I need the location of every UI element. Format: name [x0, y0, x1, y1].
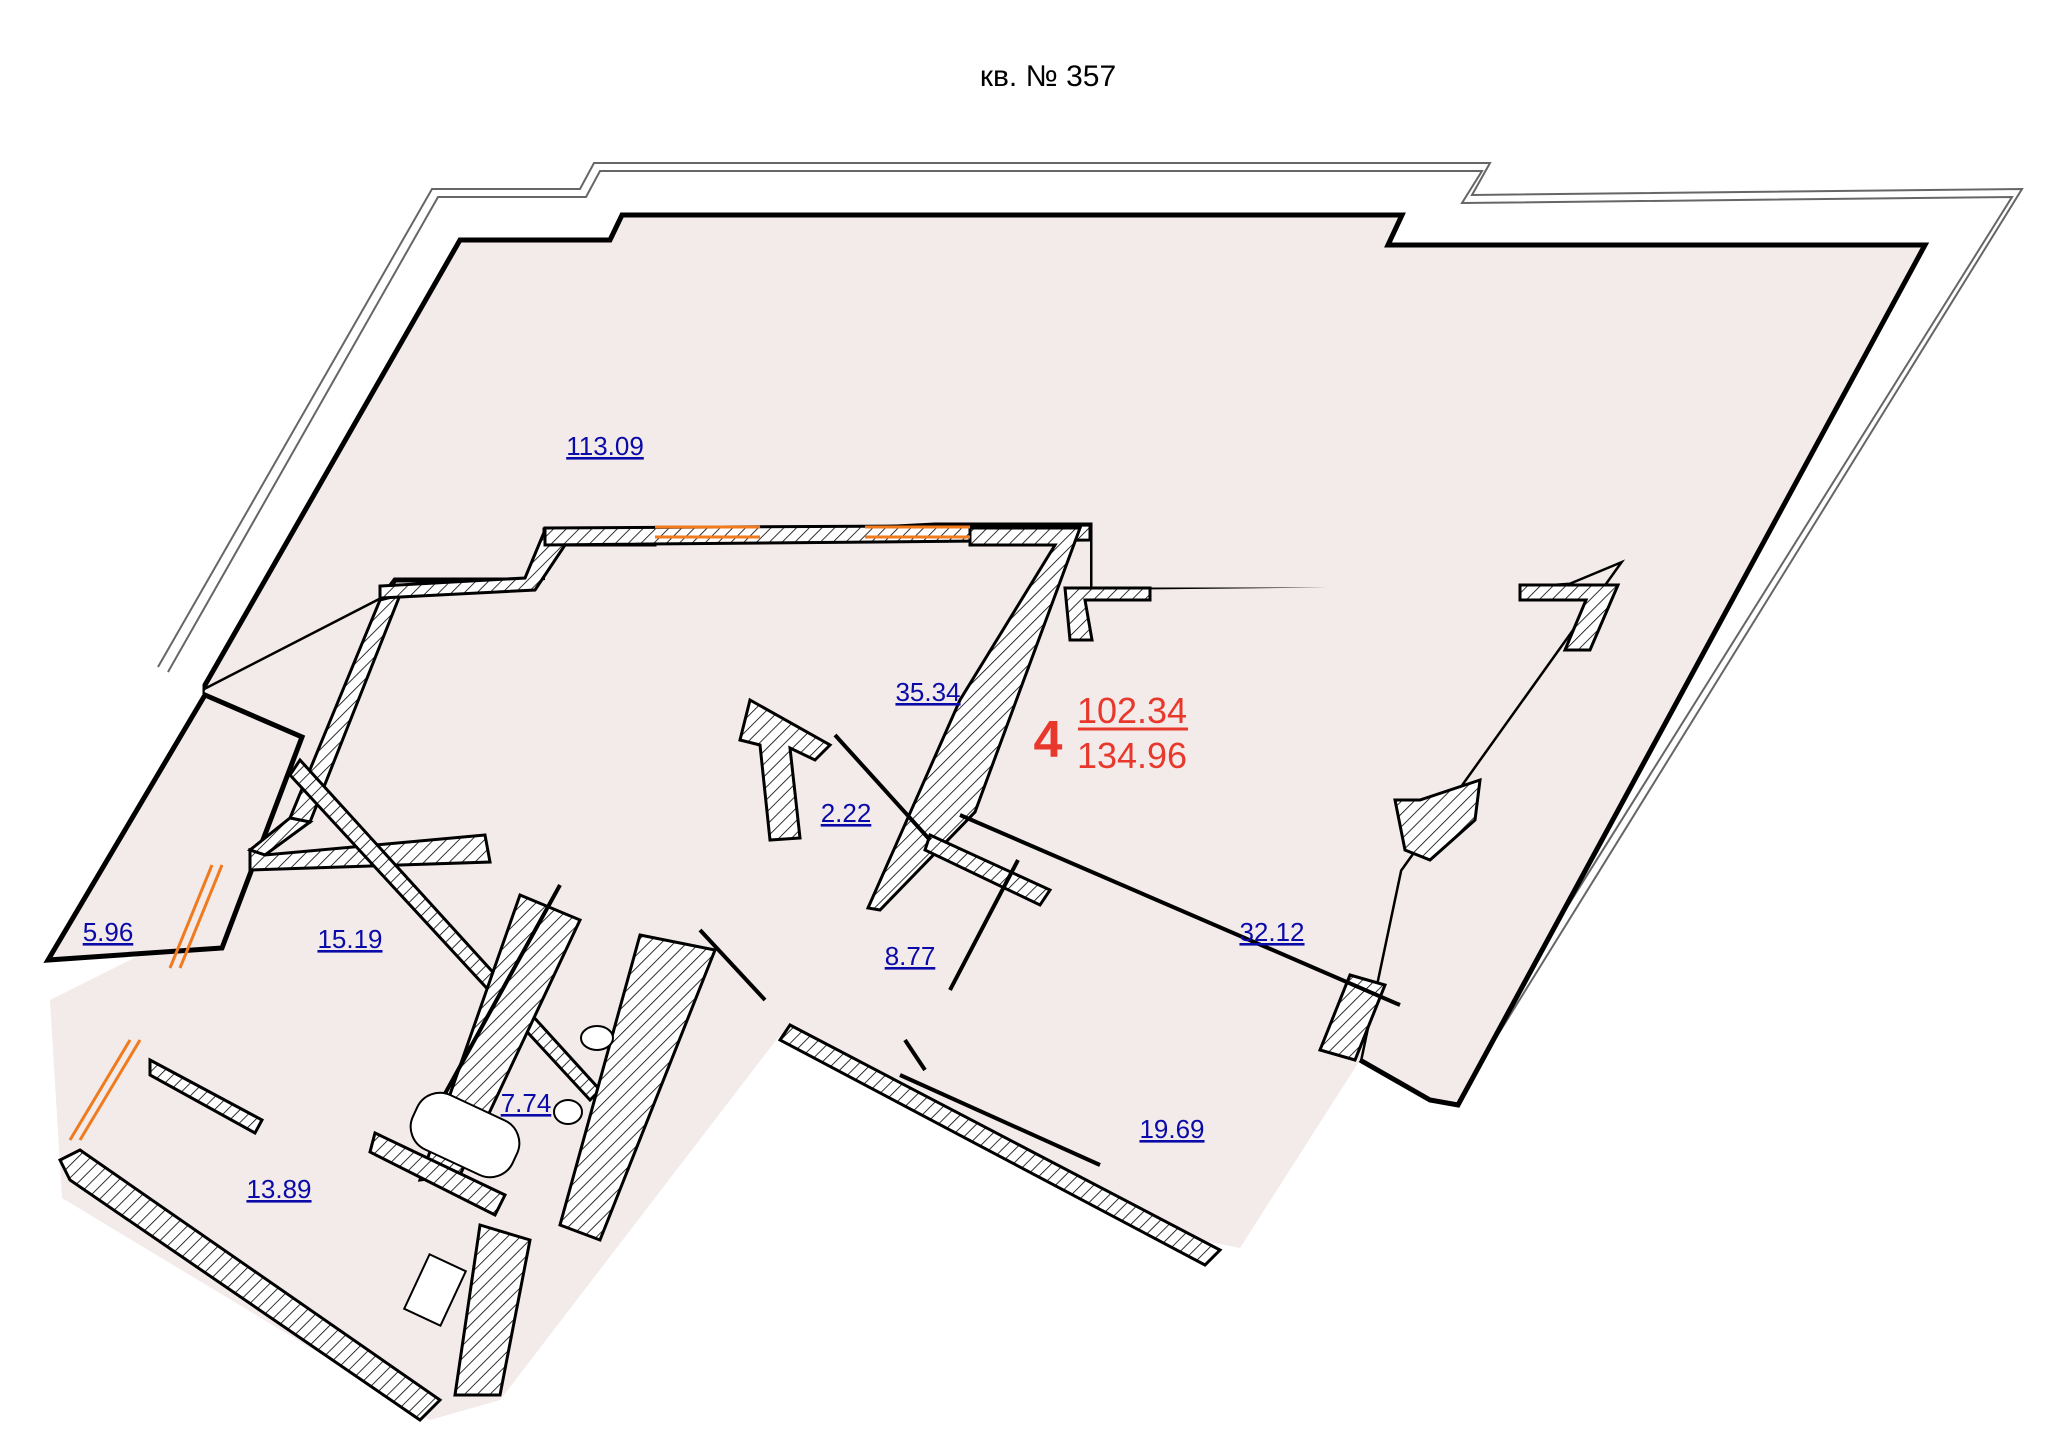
- room-area-bedroom-1: 15.19: [317, 924, 382, 954]
- room-area-balcony: 5.96: [83, 917, 134, 947]
- balcony-floor: [43, 691, 306, 963]
- room-area-bedroom-2: 19.69: [1139, 1114, 1204, 1144]
- total-area: 134.96: [1077, 735, 1187, 776]
- rooms-count: 4: [1034, 711, 1063, 769]
- toilet: [580, 1025, 614, 1051]
- room-area-hall: 8.77: [885, 941, 936, 971]
- terrace-outline: [157, 162, 2024, 1084]
- apartment-floor: [50, 525, 1618, 1420]
- apartment-title: кв. № 357: [980, 60, 1116, 93]
- apartment-summary: 4 102.34 134.96: [1034, 690, 1188, 776]
- walls: [57, 523, 1621, 1422]
- windows: [68, 525, 970, 1141]
- living-area: 102.34: [1077, 690, 1187, 731]
- room-area-kitchen: 13.89: [246, 1174, 311, 1204]
- room-area-living-room: 35.34: [895, 677, 960, 707]
- room-area-storage: 2.22: [821, 798, 872, 828]
- kitchen-stove: [402, 1253, 468, 1327]
- bathtub: [409, 1091, 521, 1179]
- sink: [553, 1099, 583, 1125]
- partitions: [423, 733, 1401, 1167]
- room-area-room-right: 32.12: [1239, 917, 1304, 947]
- room-area-terrace: 113.09: [566, 431, 644, 461]
- room-area-bathroom: 7.74: [501, 1088, 552, 1118]
